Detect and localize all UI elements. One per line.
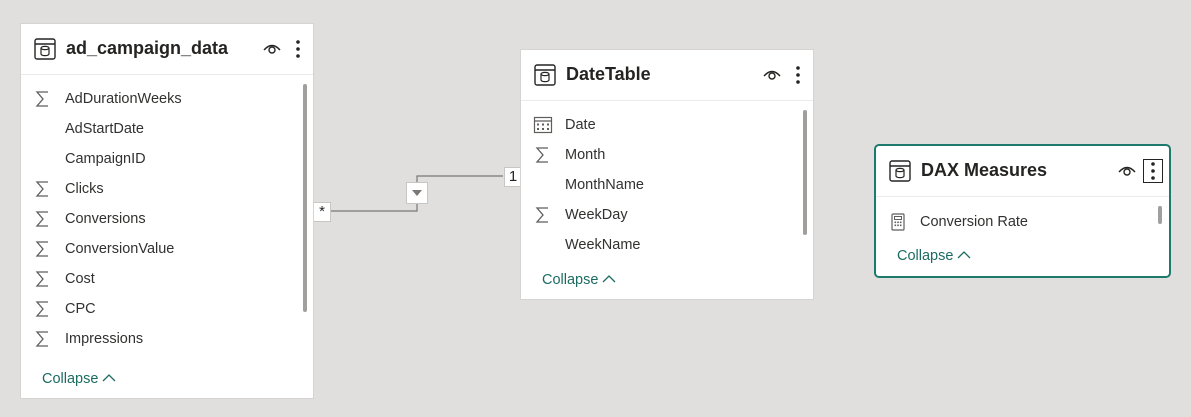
calendar-icon	[533, 116, 553, 134]
filter-direction-arrow-icon[interactable]	[406, 182, 428, 204]
more-options-icon[interactable]	[288, 37, 308, 61]
field-label: Date	[565, 117, 596, 133]
scrollbar[interactable]	[803, 110, 807, 235]
field-row[interactable]: Cost	[33, 264, 295, 294]
field-label: CampaignID	[65, 151, 146, 167]
eye-icon[interactable]	[262, 41, 282, 57]
field-label: Cost	[65, 271, 95, 287]
field-row[interactable]: Conversions	[33, 204, 295, 234]
field-label: Clicks	[65, 181, 104, 197]
one-cardinality-marker: 1	[504, 167, 522, 187]
collapse-button[interactable]: Collapse	[897, 248, 971, 264]
sigma-icon	[535, 147, 548, 163]
collapse-label: Collapse	[42, 371, 99, 387]
field-label: WeekDay	[565, 207, 628, 223]
field-row[interactable]: CPC	[33, 294, 295, 324]
field-label: Month	[565, 147, 606, 163]
table-title: DateTable	[566, 64, 651, 84]
field-label: MonthName	[565, 177, 644, 193]
field-row[interactable]: AdDurationWeeks	[33, 84, 295, 114]
chevron-up-icon	[957, 251, 971, 259]
chevron-up-icon	[602, 275, 616, 283]
sigma-icon	[35, 211, 48, 227]
field-label: CPC	[65, 301, 96, 317]
field-row[interactable]: Date	[533, 110, 795, 140]
chevron-up-icon	[102, 374, 116, 382]
table-card-ad-campaign-data[interactable]: ad_campaign_data AdDurationWeeks AdStart…	[21, 24, 313, 398]
sigma-icon	[35, 91, 48, 107]
field-row[interactable]: Month	[533, 140, 795, 170]
scrollbar[interactable]	[303, 84, 307, 312]
field-row[interactable]: Conversion Rate	[888, 207, 1151, 237]
collapse-button[interactable]: Collapse	[542, 272, 616, 288]
many-cardinality-marker: *	[313, 202, 331, 222]
table-header[interactable]: DAX Measures	[876, 146, 1169, 197]
table-card-dax-measures[interactable]: DAX Measures Conversion Rate Collapse	[876, 146, 1169, 276]
sigma-icon	[35, 301, 48, 317]
scrollbar[interactable]	[1158, 206, 1162, 224]
sigma-icon	[535, 207, 548, 223]
table-header[interactable]: DateTable	[521, 50, 813, 101]
field-row[interactable]: AdStartDate	[33, 114, 295, 144]
sigma-icon	[35, 181, 48, 197]
field-label: AdDurationWeeks	[65, 91, 182, 107]
table-header[interactable]: ad_campaign_data	[21, 24, 313, 75]
field-label: AdStartDate	[65, 121, 144, 137]
field-row[interactable]: Clicks	[33, 174, 295, 204]
table-title: DAX Measures	[921, 160, 1048, 180]
eye-icon[interactable]	[1117, 163, 1137, 179]
field-row[interactable]: Impressions	[33, 324, 295, 354]
field-row[interactable]: ConversionValue	[33, 234, 295, 264]
sigma-icon	[35, 331, 48, 347]
field-label: Conversion Rate	[920, 214, 1028, 230]
table-card-datetable[interactable]: DateTable Date Month MonthName WeekDay W…	[521, 50, 813, 299]
more-options-icon[interactable]	[788, 63, 808, 87]
eye-icon[interactable]	[762, 67, 782, 83]
collapse-label: Collapse	[897, 248, 954, 264]
sigma-icon	[35, 241, 48, 257]
calculator-icon	[891, 213, 905, 231]
field-row[interactable]: CampaignID	[33, 144, 295, 174]
field-row[interactable]: WeekName	[533, 230, 795, 260]
table-icon	[534, 64, 556, 86]
table-icon	[34, 38, 56, 60]
field-label: ConversionValue	[65, 241, 175, 257]
collapse-label: Collapse	[542, 272, 599, 288]
field-row[interactable]: MonthName	[533, 170, 795, 200]
field-label: Impressions	[65, 331, 144, 347]
sigma-icon	[35, 271, 48, 287]
field-row[interactable]: WeekDay	[533, 200, 795, 230]
field-label: Conversions	[65, 211, 146, 227]
table-icon	[889, 160, 911, 182]
more-options-icon[interactable]	[1143, 159, 1163, 183]
table-title: ad_campaign_data	[66, 38, 229, 58]
collapse-button[interactable]: Collapse	[42, 371, 116, 387]
field-label: WeekName	[565, 237, 641, 253]
